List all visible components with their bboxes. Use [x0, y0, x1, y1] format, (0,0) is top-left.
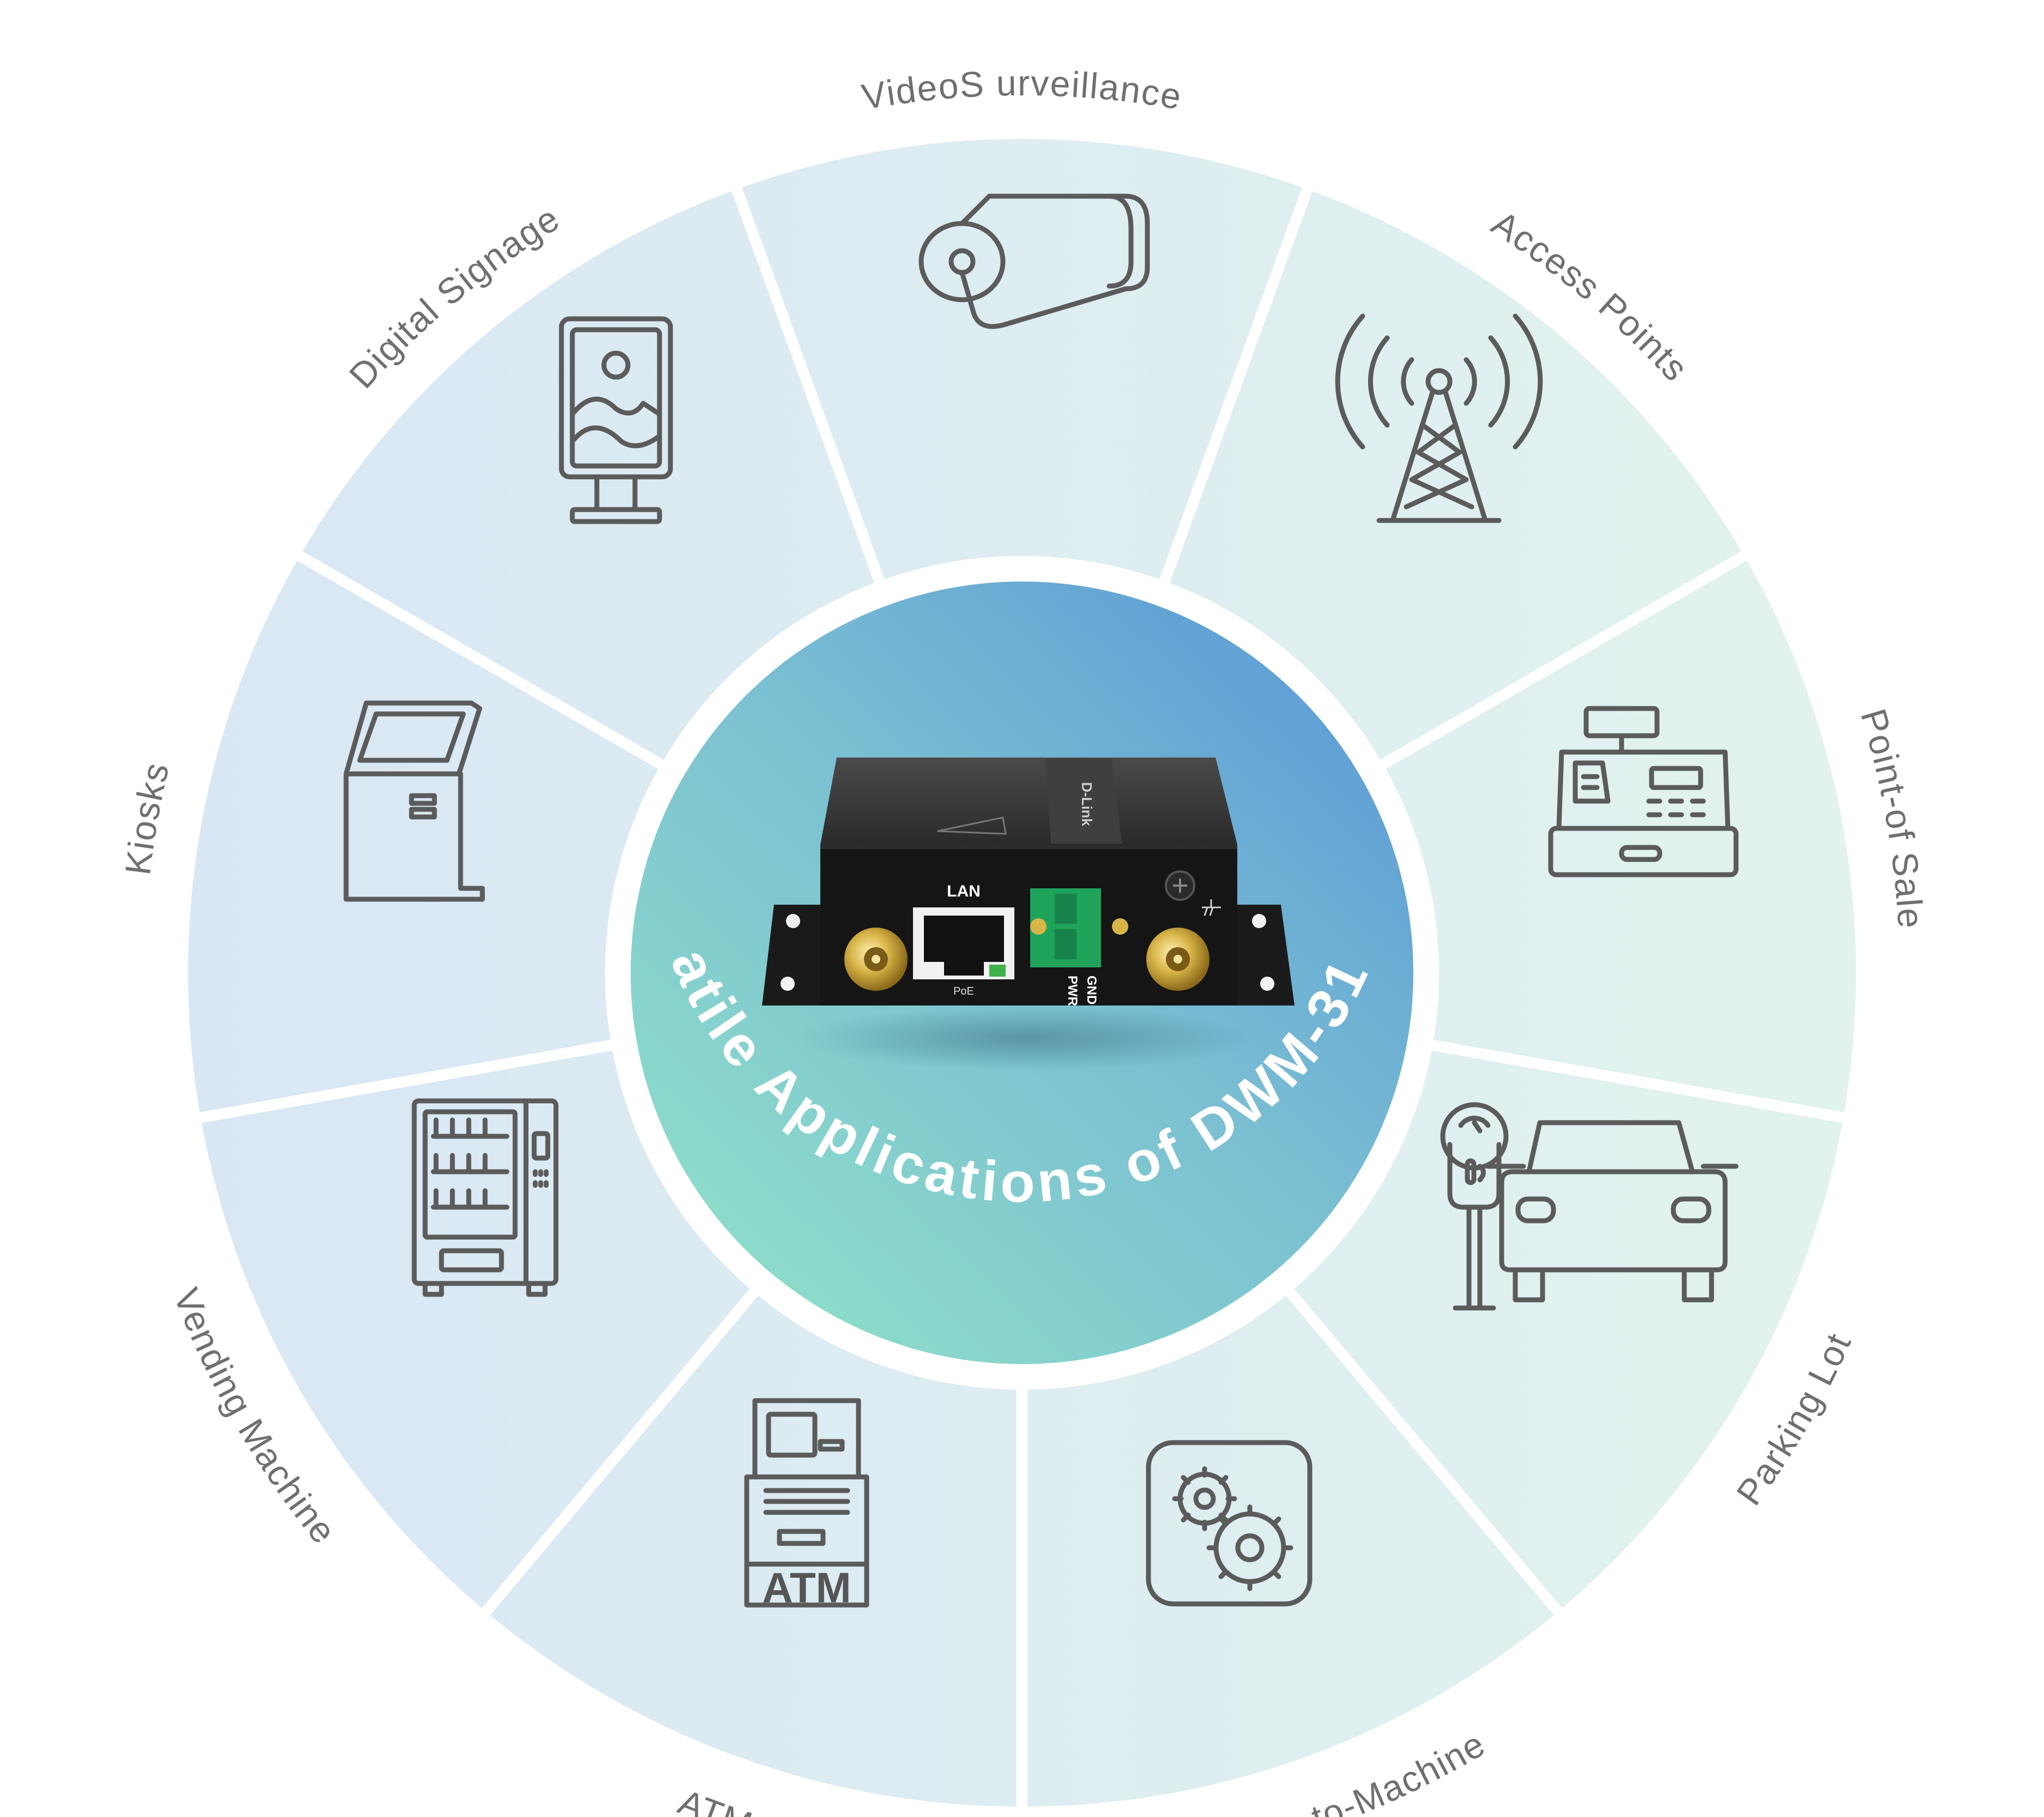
segment-label-text: ATM [673, 1782, 757, 1817]
segment-divider [1378, 547, 1755, 771]
device-shadow [796, 1006, 1254, 1071]
parking-meter-car-icon [1440, 1102, 1739, 1311]
segment-divider [289, 547, 666, 771]
atm-icon [744, 1398, 869, 1608]
segment-divider [1158, 179, 1315, 586]
segment-label-text: VideoS urveillance [859, 63, 1184, 117]
segment-divider [476, 1286, 760, 1621]
device-gnd-label: GND [1084, 976, 1099, 1004]
gears-icon [1146, 1440, 1313, 1607]
segment-divider [1284, 1286, 1568, 1621]
segment-label-security-camera: VideoS urveillance [859, 63, 1186, 117]
segment-dividers [191, 179, 1853, 1815]
security-camera-icon [918, 193, 1150, 329]
segment-label-cash-register: Point-of Sale [1853, 704, 1931, 930]
device-lan-label: LAN [947, 882, 981, 900]
cash-register-icon [1548, 706, 1739, 877]
dwm-311-gp-device: D-Link LAN PoE PWR GND [762, 758, 1295, 1071]
device-pwr-label: PWR [1065, 976, 1080, 1006]
vending-machine-icon [412, 1098, 559, 1297]
segment-label-text: Point-of Sale [1853, 704, 1930, 930]
segment-divider [729, 179, 886, 586]
radio-tower-icon [1335, 313, 1543, 523]
segment-label-kiosk: Kiosks [117, 758, 177, 877]
digital-signage-icon [559, 316, 673, 524]
kiosk-icon [343, 700, 485, 902]
segment-divider [1429, 1039, 1853, 1125]
segment-divider [191, 1039, 615, 1125]
atm-icon-text: ATM [762, 1564, 851, 1612]
device-brand-label: D-Link [1079, 782, 1095, 826]
segment-label-text: Kiosks [117, 758, 176, 877]
segment-label-atm: ATM [673, 1782, 758, 1817]
device-poe-label: PoE [953, 985, 974, 997]
